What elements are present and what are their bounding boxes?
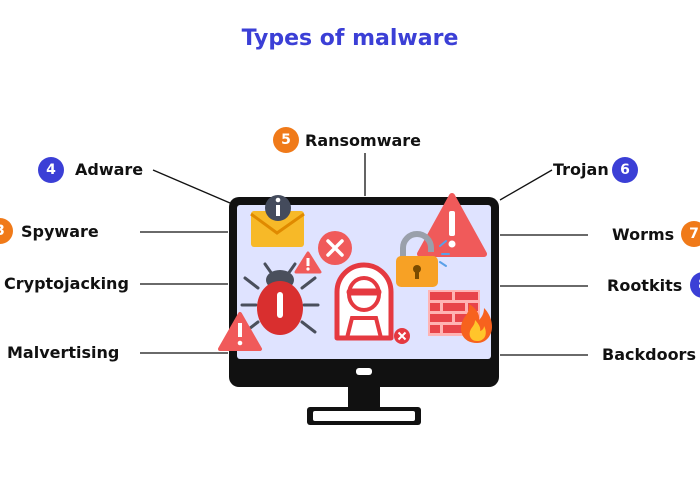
alert-triangle-icon (417, 193, 487, 257)
alert-triangle-left-icon (218, 312, 262, 351)
diagram-title: Types of malware (241, 26, 459, 51)
connector-lines (140, 153, 588, 356)
label-malvertising: Malvertising (7, 343, 120, 362)
label-cryptojacking: Cryptojacking (4, 274, 129, 293)
label-adware: Adware (75, 160, 144, 179)
badge-5: 5 (273, 127, 299, 153)
label-ransomware: Ransomware (305, 131, 422, 150)
envelope-icon (250, 211, 305, 247)
close-circle-icon (318, 231, 352, 265)
bug-icon (240, 262, 320, 335)
fire-icon (460, 304, 492, 343)
hacker-icon (334, 262, 394, 341)
badge-6: 6 (612, 157, 638, 183)
label-backdoors: Backdoors (602, 345, 696, 364)
label-worms: Worms (612, 225, 675, 244)
padlock-icon (396, 231, 450, 287)
badge-7: 7 (681, 221, 700, 247)
label-spyware: Spyware (21, 222, 99, 241)
badge-3: 3 (0, 218, 13, 244)
badge-4: 4 (38, 157, 64, 183)
badge-8: 8 (690, 272, 700, 298)
info-icon (265, 195, 291, 221)
label-trojan: Trojan (553, 160, 609, 179)
error-dot-icon (394, 328, 410, 344)
label-rootkits: Rootkits (607, 276, 683, 295)
small-alert-icon (294, 251, 322, 274)
